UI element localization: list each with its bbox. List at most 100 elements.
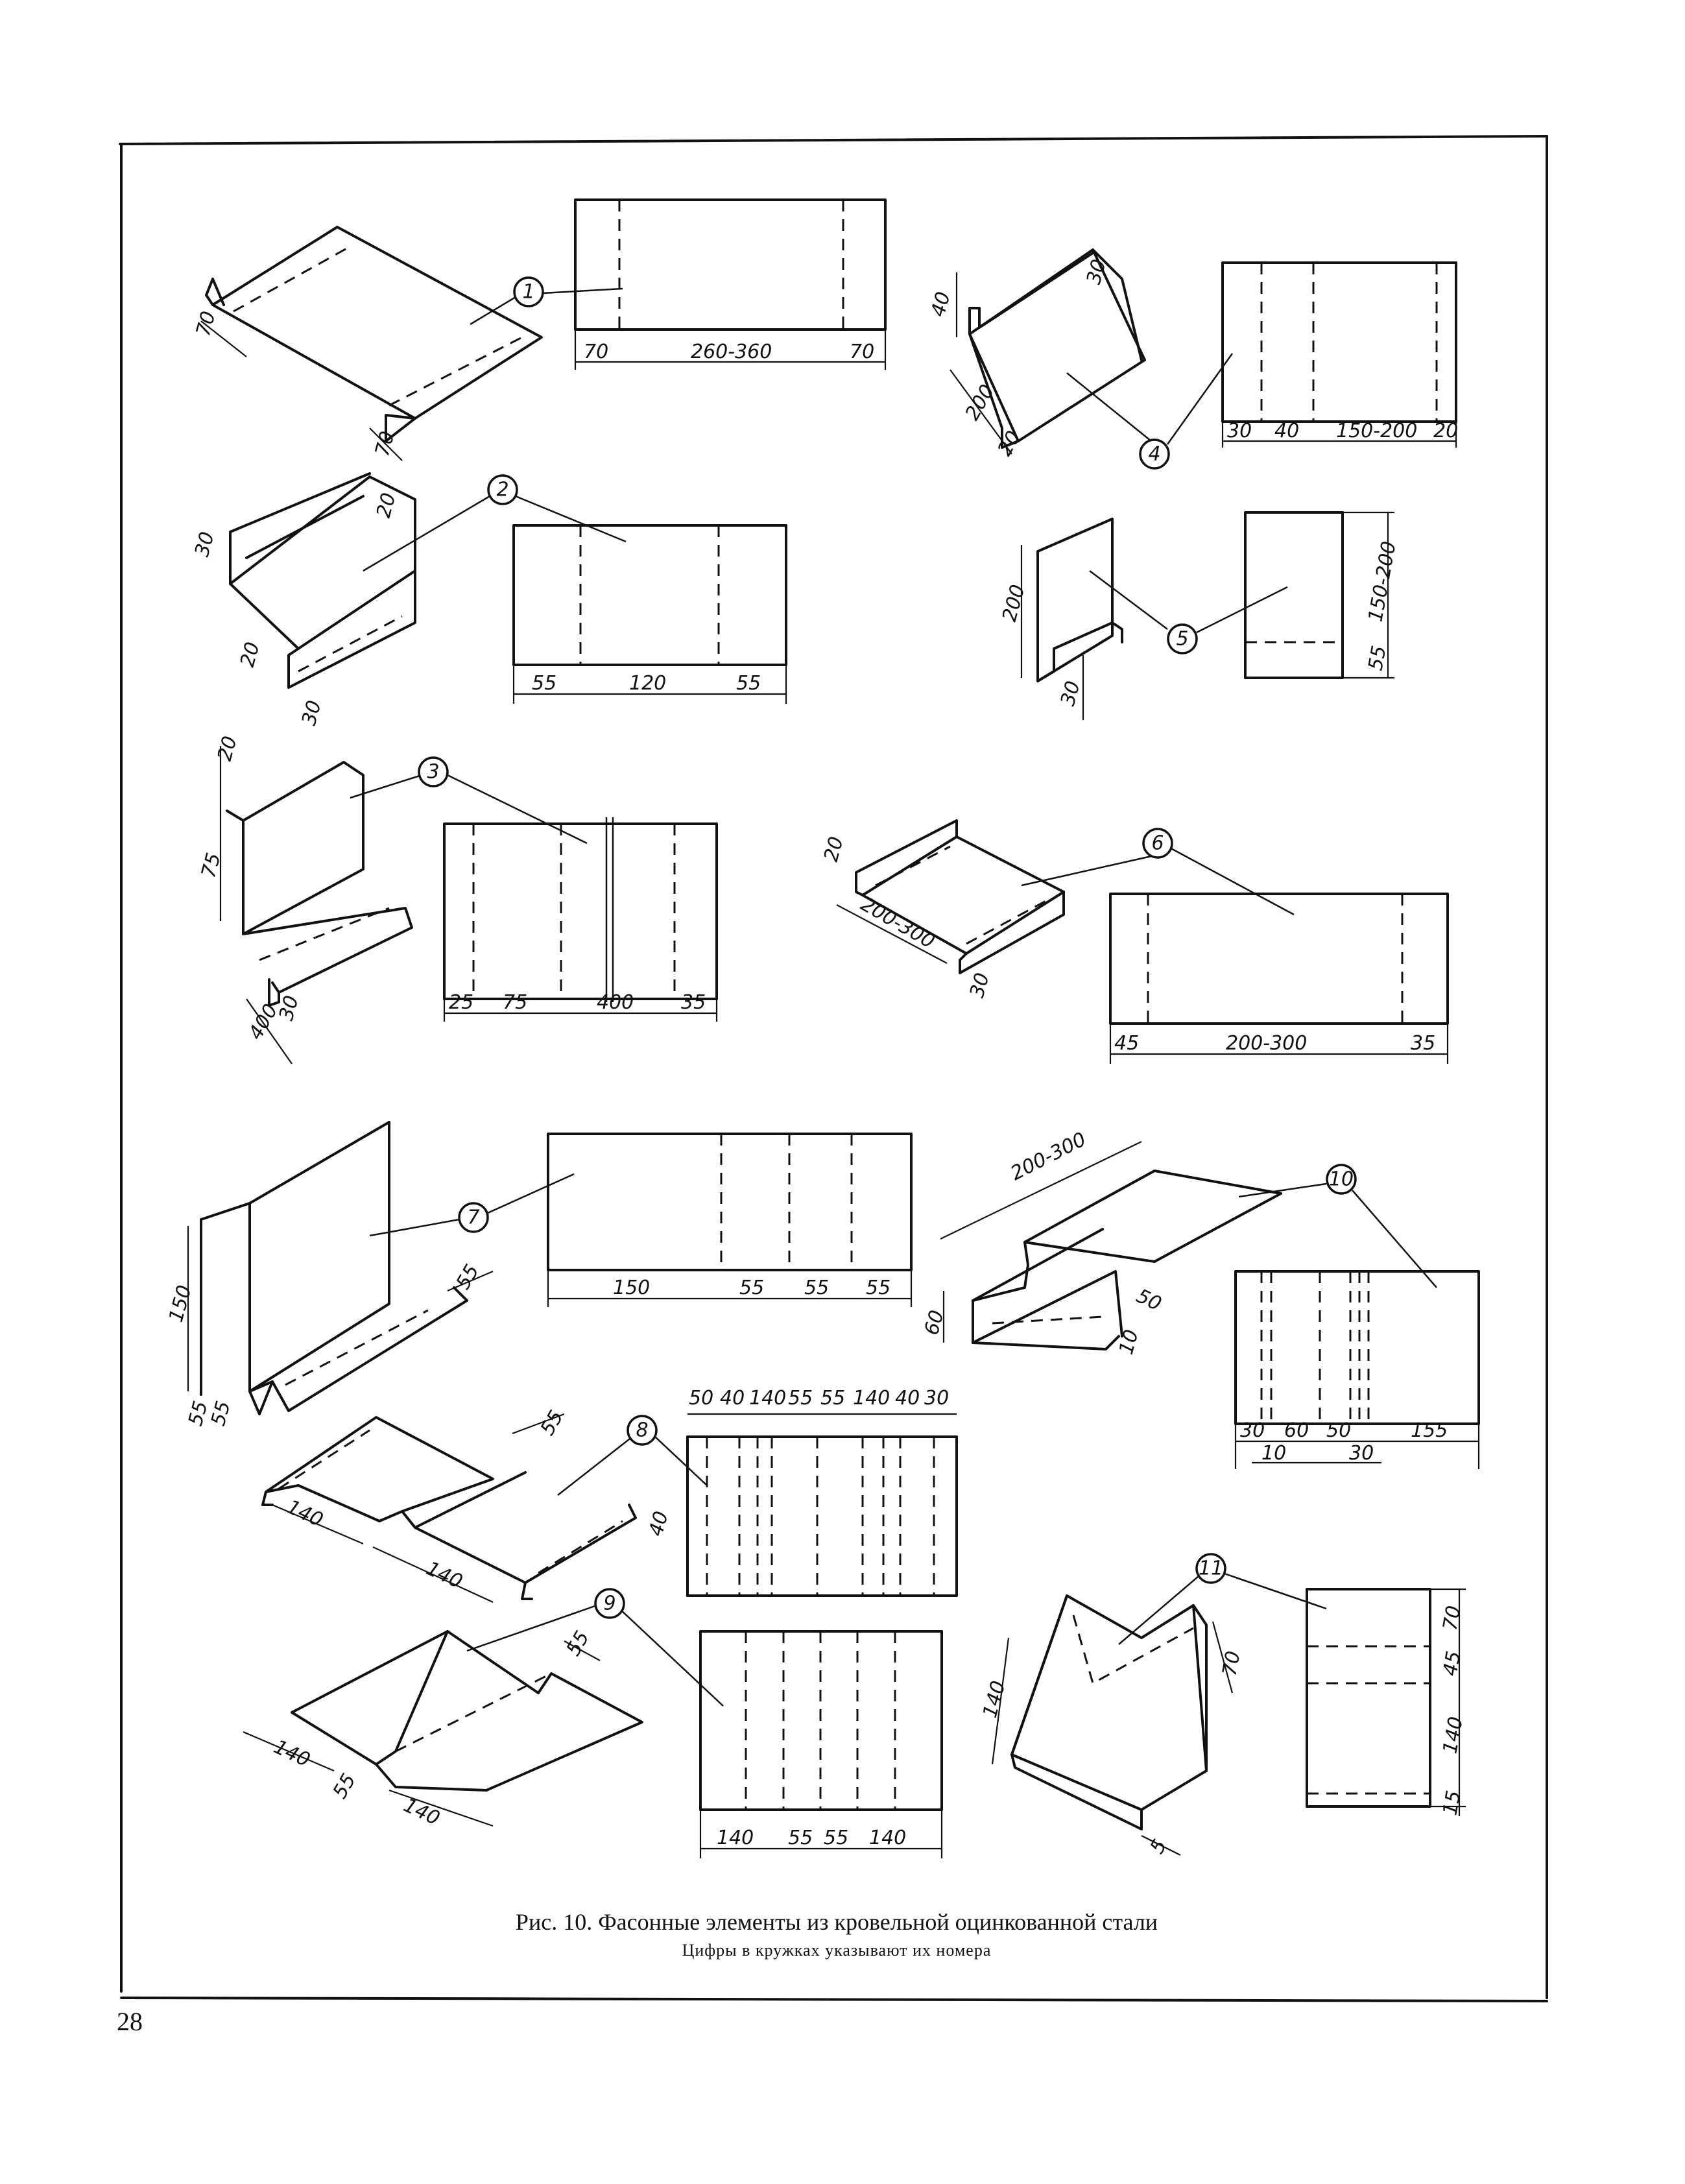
element-8-label-circle xyxy=(627,1415,658,1446)
element-8-label: 8 xyxy=(636,1419,648,1442)
element-3: 20 75 400 30 25 75 400 35 3 xyxy=(197,734,718,1064)
element-9-label-circle xyxy=(594,1588,625,1619)
element-6-iso-dim-1: 20 xyxy=(820,834,848,864)
element-9-iso-dim-4: 55 xyxy=(329,1770,361,1803)
element-4-iso-dim-1: 40 xyxy=(927,289,955,319)
element-9-dim-3: 55 xyxy=(824,1827,848,1849)
figure-caption-title: Рис. 10. Фасонные элементы из кровельной… xyxy=(516,1909,1158,1935)
element-8-iso-dim-1: 140 xyxy=(283,1496,327,1532)
element-11-dim-3: 140 xyxy=(1439,1715,1467,1755)
element-3-label: 3 xyxy=(427,761,439,784)
element-6-dim-3: 35 xyxy=(1411,1032,1435,1055)
element-10-dim-6: 30 xyxy=(1349,1442,1374,1465)
element-9-flat-pattern: 140 55 55 140 xyxy=(619,1608,943,1858)
element-9: 140 140 55 55 140 55 55 140 9 xyxy=(243,1588,943,1858)
element-1-isometric: 70 70 xyxy=(192,226,543,461)
element-8-dim-6: 140 xyxy=(853,1387,890,1410)
element-5-flat-pattern: 150-200 55 xyxy=(1196,511,1401,679)
element-2-flat-pattern: 55 120 55 xyxy=(512,495,787,704)
element-10-dim-2: 60 xyxy=(1284,1419,1309,1442)
element-4-iso-dim-4: 20 xyxy=(994,427,1025,460)
element-7-iso-dim-3: 55 xyxy=(184,1398,213,1428)
element-9-dim-2: 55 xyxy=(788,1827,813,1849)
element-4-flat-pattern: 30 40 150-200 20 xyxy=(1166,261,1458,448)
element-9-dim-1: 140 xyxy=(717,1827,754,1849)
element-9-isometric: 140 140 55 55 xyxy=(243,1604,643,1830)
element-6-label: 6 xyxy=(1151,832,1164,855)
element-8-dim-8: 30 xyxy=(924,1387,949,1410)
element-10-iso-dim-1: 200-300 xyxy=(1007,1128,1090,1185)
element-8-dim-7: 40 xyxy=(895,1387,920,1410)
element-5-iso-dim-2: 30 xyxy=(1057,678,1085,708)
element-7-iso-dim-4: 55 xyxy=(207,1398,235,1428)
element-5-dim-2: 55 xyxy=(1364,644,1391,673)
element-3-dim-2: 75 xyxy=(503,991,527,1014)
element-3-isometric: 20 75 400 30 xyxy=(197,734,422,1064)
element-11-dim-1: 70 xyxy=(1439,1604,1465,1633)
element-4-dim-1: 30 xyxy=(1227,420,1252,442)
element-5-dim-1: 150-200 xyxy=(1364,540,1400,624)
element-8-dim-5: 55 xyxy=(820,1387,845,1410)
element-11-label-circle xyxy=(1195,1553,1226,1584)
element-11-isometric: 140 70 5 xyxy=(979,1576,1245,1858)
element-1-label: 1 xyxy=(522,281,534,304)
element-5: 200 30 150-200 55 5 xyxy=(998,511,1401,720)
element-4-dim-4: 20 xyxy=(1433,420,1458,442)
element-3-iso-dim-1: 20 xyxy=(213,734,242,763)
element-10-isometric: 200-300 60 50 10 xyxy=(920,1128,1327,1357)
element-10-dim-1: 30 xyxy=(1240,1419,1265,1442)
element-11-flat-pattern: 70 45 140 15 xyxy=(1222,1572,1468,1817)
element-1-flat-pattern: 70 260-360 70 xyxy=(542,198,887,370)
element-1: 70 70 70 260-360 70 1 xyxy=(192,198,887,461)
element-4-dim-2: 40 xyxy=(1274,420,1299,442)
element-8-dim-1: 50 xyxy=(689,1387,713,1410)
element-7-dim-4: 55 xyxy=(866,1277,890,1299)
element-3-iso-dim-3: 400 xyxy=(245,1000,283,1044)
element-7-iso-dim-1: 150 xyxy=(165,1283,197,1325)
element-8-flat-pattern: 50 40 140 55 55 140 40 30 xyxy=(654,1387,958,1597)
element-6-dim-2: 200-300 xyxy=(1226,1032,1307,1055)
element-10-flat-pattern: 30 60 50 155 10 30 xyxy=(1234,1190,1480,1469)
element-2-iso-dim-1: 30 xyxy=(191,529,219,559)
element-6: 20 200-300 30 45 200-300 35 6 xyxy=(820,819,1449,1064)
element-2-dim-3: 55 xyxy=(736,672,761,695)
element-8-dim-3: 140 xyxy=(749,1387,786,1410)
frame-top-line xyxy=(119,135,1548,145)
element-2-dim-1: 55 xyxy=(532,672,556,695)
element-7-isometric: 150 55 55 55 xyxy=(165,1121,494,1428)
element-7: 150 55 55 55 150 55 55 55 7 xyxy=(165,1121,913,1428)
element-2-iso-dim-2: 20 xyxy=(372,490,401,520)
element-11-label: 11 xyxy=(1199,1557,1223,1580)
element-7-dim-1: 150 xyxy=(613,1277,650,1299)
frame-bottom-line xyxy=(120,1997,1548,2002)
element-5-label: 5 xyxy=(1176,628,1188,651)
element-1-label-circle xyxy=(513,276,544,307)
element-11: 140 70 5 70 45 140 15 11 xyxy=(979,1553,1468,1858)
element-7-flat-pattern: 150 55 55 55 xyxy=(487,1133,913,1307)
element-4-iso-dim-2: 30 xyxy=(1082,257,1111,287)
element-2-iso-dim-3: 20 xyxy=(236,640,265,669)
element-10-iso-dim-4: 10 xyxy=(1115,1327,1143,1357)
element-9-label: 9 xyxy=(603,1592,615,1615)
element-3-dim-3: 400 xyxy=(597,991,634,1014)
element-11-iso-dim-1: 140 xyxy=(979,1679,1010,1720)
page-number: 28 xyxy=(117,2007,143,2036)
element-9-dim-4: 140 xyxy=(869,1827,906,1849)
element-4-isometric: 40 30 200 20 xyxy=(927,248,1152,460)
element-11-iso-dim-2: 70 xyxy=(1218,1650,1245,1678)
element-10-dim-4: 155 xyxy=(1411,1419,1448,1442)
element-5-label-circle xyxy=(1167,623,1198,654)
element-3-label-circle xyxy=(418,756,449,787)
element-8-dim-4: 55 xyxy=(788,1387,813,1410)
element-8-iso-dim-4: 40 xyxy=(645,1509,673,1539)
element-6-isometric: 20 200-300 30 xyxy=(820,819,1152,1000)
element-4-label-circle xyxy=(1139,438,1170,470)
element-10-iso-dim-3: 50 xyxy=(1133,1285,1165,1316)
element-6-flat-pattern: 45 200-300 35 xyxy=(1109,845,1449,1064)
element-2-dim-2: 120 xyxy=(629,672,666,695)
element-2: 30 20 20 30 55 120 55 2 xyxy=(191,472,787,728)
element-8-dim-2: 40 xyxy=(720,1387,745,1410)
element-11-dim-2: 45 xyxy=(1439,1650,1465,1678)
element-11-iso-dim-3: 5 xyxy=(1146,1836,1172,1858)
